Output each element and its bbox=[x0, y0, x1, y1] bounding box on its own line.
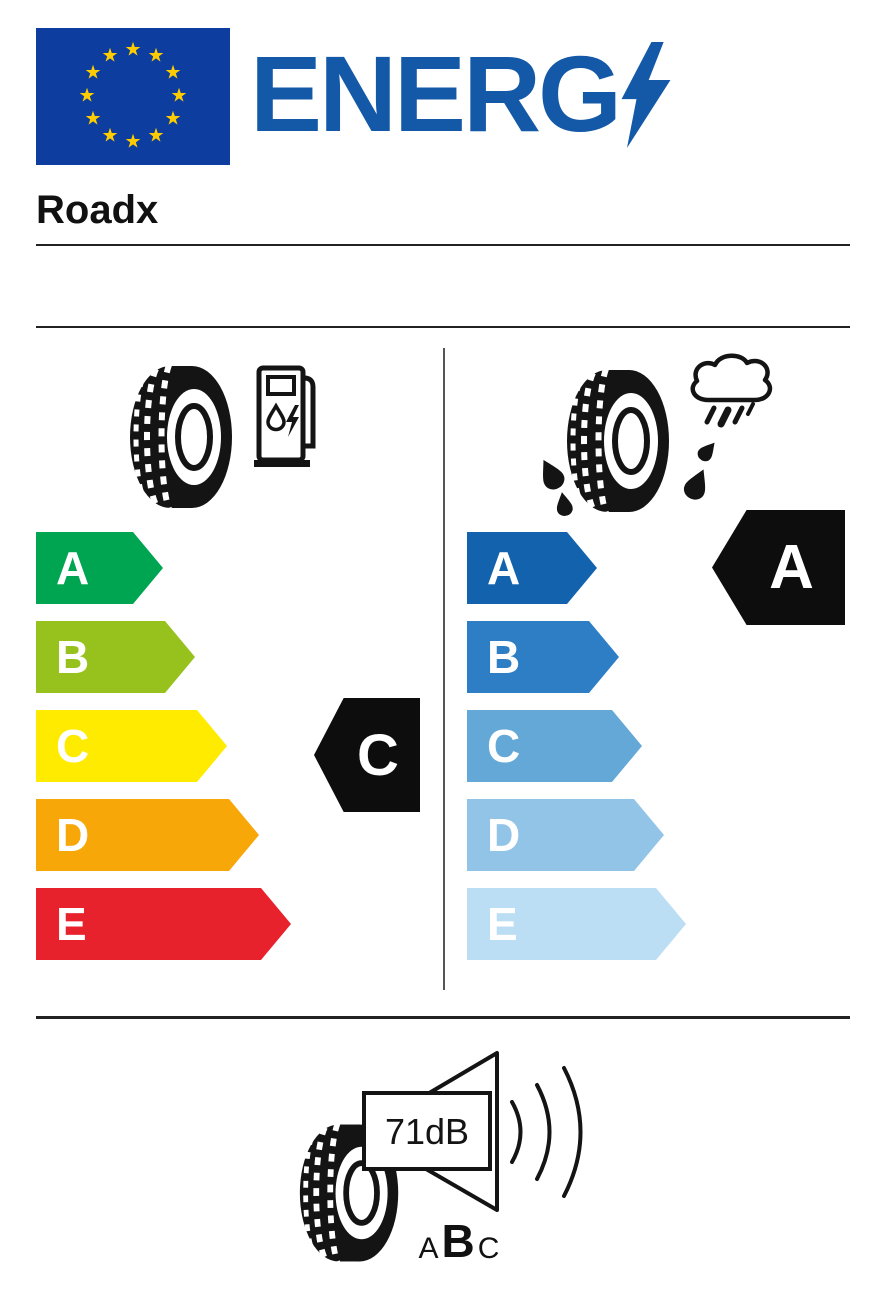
flag-star: ★ bbox=[147, 125, 165, 147]
fuel-rating-arrow: C bbox=[314, 698, 420, 812]
wet-rating-letter: A bbox=[769, 533, 814, 602]
wet-grade-letter: C bbox=[487, 720, 521, 772]
fuel-grade-letter: E bbox=[56, 898, 87, 950]
fuel-tire-icon bbox=[126, 362, 238, 512]
flag-star: ★ bbox=[164, 108, 182, 130]
noise-class-b-selected: B bbox=[441, 1215, 475, 1267]
fuel-rating-letter: C bbox=[357, 722, 399, 788]
divider-above-scales bbox=[36, 326, 850, 328]
energy-wordmark: ENERG bbox=[250, 40, 675, 153]
noise-db-value: 71dB bbox=[385, 1111, 469, 1152]
flag-star: ★ bbox=[147, 45, 165, 67]
brand-name: Roadx bbox=[36, 188, 159, 232]
eu-flag: ★ ★ ★ ★ ★ ★ ★ ★ ★ ★ ★ ★ bbox=[36, 28, 230, 165]
wet-grade-letter: D bbox=[487, 809, 521, 861]
noise-class-c: C bbox=[477, 1232, 500, 1265]
flag-star: ★ bbox=[124, 131, 142, 153]
wet-grade-bar-c: C bbox=[467, 710, 642, 782]
wet-grade-letter: A bbox=[487, 542, 521, 594]
energy-word: ENERG bbox=[250, 33, 622, 154]
flag-star: ★ bbox=[78, 85, 96, 107]
wet-grade-bar-b: B bbox=[467, 621, 619, 693]
wet-rating-arrow: A bbox=[712, 510, 845, 625]
wet-tire-icon bbox=[563, 366, 675, 516]
rain-cloud-icon bbox=[690, 353, 773, 428]
fuel-grade-letter: D bbox=[56, 809, 90, 861]
fuel-grade-bar-c: C bbox=[36, 710, 227, 782]
wet-grade-letter: B bbox=[487, 631, 521, 683]
fuel-grade-letter: C bbox=[56, 720, 90, 772]
fuel-grade-bar-b: B bbox=[36, 621, 195, 693]
wet-grade-bar-e: E bbox=[467, 888, 686, 960]
wet-grade-bar-a: A bbox=[467, 532, 597, 604]
flag-star: ★ bbox=[84, 108, 102, 130]
divider-above-noise bbox=[36, 1016, 850, 1019]
flag-star: ★ bbox=[170, 85, 188, 107]
fuel-grade-letter: B bbox=[56, 631, 90, 683]
fuel-grade-letter: A bbox=[56, 542, 90, 594]
flag-star: ★ bbox=[124, 39, 142, 61]
water-splash-icon bbox=[680, 465, 713, 503]
noise-speaker-icon: 71dB bbox=[362, 1051, 583, 1212]
fuel-grade-bar-e: E bbox=[36, 888, 291, 960]
lightning-bolt-icon bbox=[617, 42, 675, 153]
sound-wave-icon bbox=[535, 1083, 552, 1181]
divider-under-brand bbox=[36, 244, 850, 246]
flag-star: ★ bbox=[84, 62, 102, 84]
sound-wave-icon bbox=[510, 1100, 523, 1164]
sound-wave-icon bbox=[562, 1066, 583, 1198]
flag-star: ★ bbox=[101, 125, 119, 147]
vertical-divider bbox=[443, 348, 445, 990]
wet-grade-letter: E bbox=[487, 898, 518, 950]
flag-star: ★ bbox=[164, 62, 182, 84]
fuel-grade-bar-a: A bbox=[36, 532, 163, 604]
noise-class-scale: A B C bbox=[404, 1218, 514, 1264]
fuel-grade-bar-d: D bbox=[36, 799, 259, 871]
noise-class-a: A bbox=[418, 1232, 439, 1265]
fuel-pump-icon bbox=[254, 365, 316, 467]
wet-grade-bar-d: D bbox=[467, 799, 664, 871]
flag-star: ★ bbox=[101, 45, 119, 67]
